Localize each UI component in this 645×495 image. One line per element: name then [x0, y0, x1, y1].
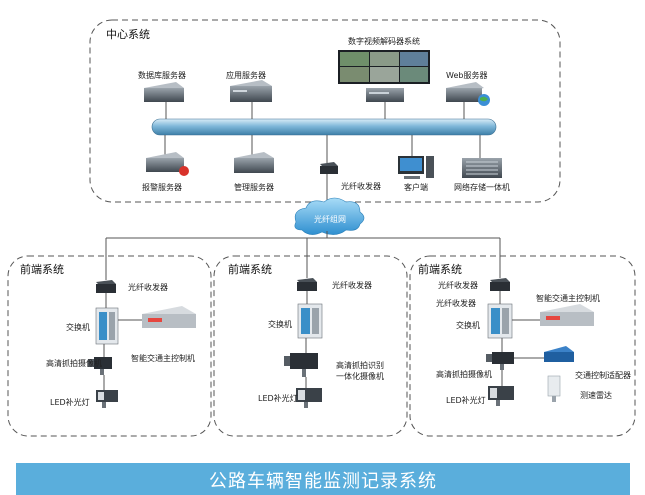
center-network-bus: [151, 118, 497, 136]
client-workstation-icon: [398, 156, 434, 179]
center-system-title: 中心系统: [106, 28, 150, 41]
front-system-3-boundary: [409, 255, 636, 437]
front1-transceiver-icon: [96, 280, 116, 293]
front-system-3-title: 前端系统: [418, 262, 462, 276]
fiber-network-cloud-label: 光纤组网: [314, 214, 346, 224]
front3-radar-icon: [547, 375, 561, 402]
front3-led-icon: [488, 386, 514, 406]
front2-switch-icon: [297, 303, 323, 339]
diagram-title: 公路车辆智能监测记录系统: [209, 471, 437, 492]
front1-led-icon: [96, 390, 118, 408]
database-server-label: 数据库服务器: [138, 70, 186, 80]
video-wall-icon: [338, 50, 430, 84]
front3-transceiver-icon: [490, 278, 510, 291]
alarm-server-icon: [146, 152, 189, 176]
front-system-2-boundary: [213, 255, 408, 437]
front3-adapter-icon: [544, 346, 574, 362]
front1-controller-label: 智能交通主控制机: [131, 353, 195, 363]
web-server-icon: [446, 82, 490, 106]
front3-controller-icon: [540, 304, 594, 326]
front3-controller-label: 智能交通主控制机: [536, 293, 600, 303]
front3-switch-icon: [487, 303, 513, 339]
footer-banner: 公路车辆智能监测记录系统: [16, 463, 630, 495]
front-system-1-title: 前端系统: [20, 262, 64, 276]
front2-transceiver-icon: [297, 278, 317, 291]
front3-transceiver-label-2: 光纤收发器: [436, 298, 476, 308]
front2-links: [305, 291, 308, 388]
front1-controller-icon: [142, 306, 196, 328]
bus-connectors: [164, 102, 481, 163]
front-system-2-title: 前端系统: [228, 262, 272, 276]
management-server-icon: [234, 152, 274, 173]
front2-camera-label-line2: 一体化摄像机: [336, 371, 384, 381]
center-transceiver-icon: [320, 162, 338, 174]
storage-label: 网络存储一体机: [454, 182, 510, 192]
application-server-label: 应用服务器: [226, 70, 266, 80]
front2-led-icon: [296, 388, 322, 408]
distribution-lines: [105, 231, 501, 280]
front1-links: [103, 293, 142, 390]
front2-switch-label: 交换机: [268, 319, 292, 329]
front2-camera-label-line1: 高清抓拍识别: [336, 360, 384, 370]
video-wall-label: 数字视频解码器系统: [348, 36, 420, 46]
front1-switch-label: 交换机: [66, 322, 90, 332]
database-server-icon: [144, 82, 184, 102]
fiber-network-cloud-icon: [294, 197, 365, 235]
front3-adapter-label: 交通控制适配器: [575, 370, 631, 380]
management-server-label: 管理服务器: [234, 182, 274, 192]
client-label: 客户端: [404, 182, 428, 192]
front-system-1-boundary: [7, 255, 212, 437]
front1-camera-label: 高清抓拍摄像机: [46, 358, 102, 368]
front3-camera-label: 高清抓拍摄像机: [436, 369, 492, 379]
center-transceiver-label: 光纤收发器: [341, 181, 381, 191]
storage-appliance-icon: [462, 158, 502, 178]
application-server-icon: [230, 80, 272, 102]
web-server-label: Web服务器: [446, 70, 487, 80]
front3-switch-label: 交换机: [456, 320, 480, 330]
front1-camera-icon: [88, 357, 112, 375]
alarm-server-label: 报警服务器: [142, 182, 182, 192]
front1-switch-icon: [95, 307, 119, 345]
front3-links: [499, 291, 544, 386]
front3-camera-icon: [486, 352, 514, 370]
decoder-icon: [366, 88, 404, 102]
front3-transceiver-label-1: 光纤收发器: [438, 280, 478, 290]
front3-led-label: LED补光灯: [446, 395, 486, 405]
front1-led-label: LED补光灯: [50, 397, 90, 407]
front1-transceiver-label: 光纤收发器: [128, 282, 168, 292]
front2-transceiver-label: 光纤收发器: [332, 280, 372, 290]
front2-led-label: LED补光灯: [258, 393, 298, 403]
front2-camera-icon: [284, 353, 318, 377]
front3-radar-label: 测速雷达: [580, 390, 612, 400]
